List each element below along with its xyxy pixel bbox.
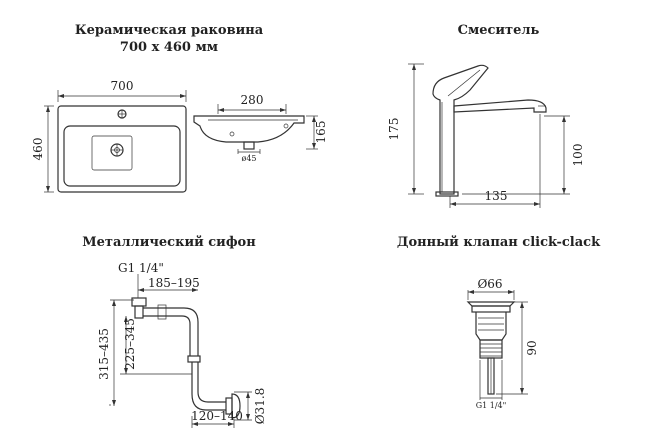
faucet-drawing: 175 100 135 bbox=[387, 63, 585, 208]
valve-drawing: Ø66 bbox=[466, 277, 539, 410]
faucet-spout-height-label: 100 bbox=[571, 144, 585, 167]
faucet-height-label: 175 bbox=[387, 118, 401, 141]
sink-bowl bbox=[63, 125, 181, 187]
sink-width-label: 700 bbox=[111, 79, 134, 93]
valve-cap-diameter-label: Ø66 bbox=[477, 277, 502, 291]
siphon-trap-inner bbox=[197, 362, 226, 403]
siphon-drawing: G1 1/4" 185–195 bbox=[97, 261, 267, 428]
sink-depth-label: 460 bbox=[31, 138, 45, 161]
sink-height-label: 165 bbox=[314, 121, 328, 144]
siphon-panel: Металлический сифон G1 1/4" 185–195 bbox=[8, 224, 330, 438]
valve-flange bbox=[471, 305, 511, 313]
valve-height-label: 90 bbox=[525, 340, 539, 355]
siphon-trap-outer bbox=[191, 362, 226, 411]
faucet-base bbox=[435, 191, 459, 197]
sink-drain-pipe bbox=[243, 141, 255, 150]
faucet-body bbox=[432, 64, 489, 195]
valve-title: Донный клапан click-clack bbox=[396, 235, 601, 250]
valve-thread bbox=[479, 339, 503, 359]
siphon-outer-range-label: 315–435 bbox=[97, 328, 111, 380]
faucet-panel: Смеситель 175 100 bbox=[338, 8, 659, 216]
sink-drain-area bbox=[91, 135, 133, 171]
sink-drawing: 700 460 280 bbox=[31, 79, 328, 193]
sink-top-width-label: 280 bbox=[241, 93, 264, 107]
valve-thread-label: G1 1/4" bbox=[476, 401, 507, 410]
siphon-diameter-label: Ø31.8 bbox=[253, 388, 267, 425]
faucet-reach-label: 135 bbox=[485, 189, 508, 203]
faucet-spout bbox=[453, 99, 547, 113]
sink-drain-diameter-label: ø45 bbox=[242, 154, 257, 163]
siphon-pipe-inner bbox=[143, 315, 191, 356]
valve-body bbox=[475, 312, 507, 341]
siphon-inlet bbox=[131, 297, 147, 307]
sink-title-line2: 700 x 460 мм bbox=[119, 40, 219, 55]
sink-top-view bbox=[57, 105, 187, 193]
sink-side-view bbox=[193, 115, 305, 143]
siphon-title: Металлический сифон bbox=[82, 235, 256, 250]
sink-title-line1: Керамическая раковина bbox=[74, 23, 264, 38]
siphon-inner-range-label: 225–345 bbox=[123, 318, 137, 370]
sink-title: Керамическая раковина 700 x 460 мм bbox=[8, 22, 330, 56]
siphon-thread-label: G1 1/4" bbox=[118, 261, 164, 275]
siphon-bottom-range-label: 120–140 bbox=[191, 409, 243, 423]
siphon-pipe-outer bbox=[143, 307, 199, 356]
faucet-title: Смеситель bbox=[457, 23, 540, 38]
siphon-top-range-label: 185–195 bbox=[148, 276, 200, 290]
valve-panel: Донный клапан click-clack Ø66 bbox=[338, 224, 659, 438]
valve-cap bbox=[466, 301, 516, 307]
sink-panel: Керамическая раковина 700 x 460 мм 700 4… bbox=[8, 8, 330, 216]
